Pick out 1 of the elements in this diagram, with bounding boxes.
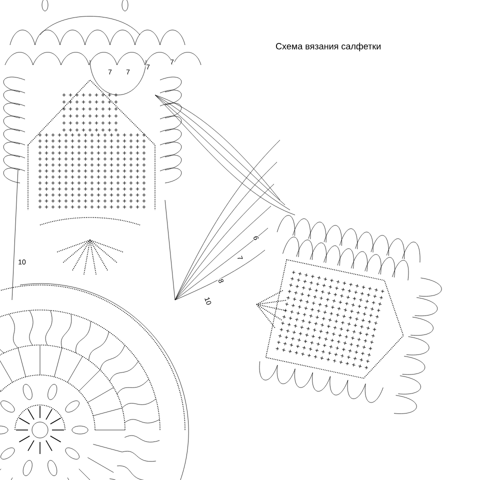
title: Схема вязания салфетки (276, 42, 381, 52)
